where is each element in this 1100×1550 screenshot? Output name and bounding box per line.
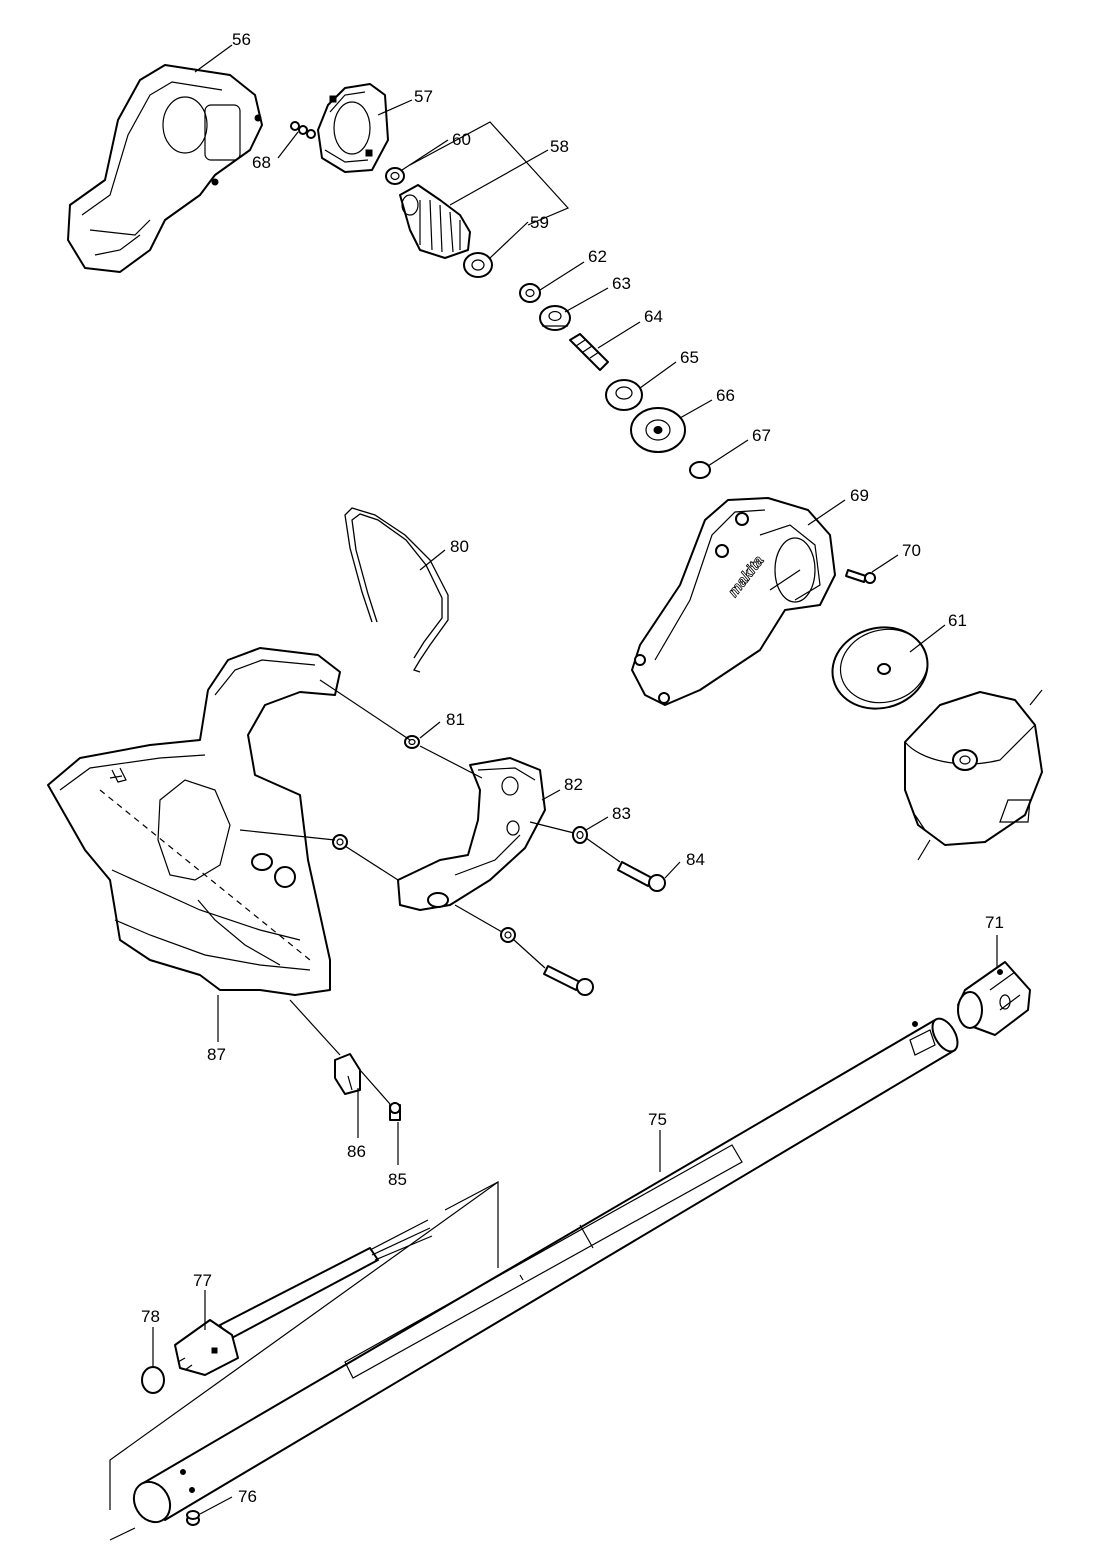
label-67: 67 bbox=[752, 426, 771, 445]
part-87-protector-guard[interactable] bbox=[47, 647, 341, 996]
part-58-armature[interactable] bbox=[399, 184, 471, 259]
label-56: 56 bbox=[232, 30, 251, 49]
part-86-clip[interactable] bbox=[334, 1053, 361, 1095]
part-77-wire-connector[interactable] bbox=[174, 1219, 433, 1376]
part-63-helical-gear[interactable] bbox=[539, 305, 571, 331]
part-64-spindle[interactable] bbox=[569, 333, 609, 371]
washer-unlabeled-b[interactable] bbox=[500, 927, 516, 943]
label-87: 87 bbox=[207, 1045, 226, 1064]
label-84: 84 bbox=[686, 850, 705, 869]
label-66: 66 bbox=[716, 386, 735, 405]
label-82: 82 bbox=[564, 775, 583, 794]
trimmer-head-spool[interactable] bbox=[904, 689, 1043, 861]
part-57-field-stator[interactable] bbox=[317, 83, 389, 173]
part-82-guard-holder[interactable] bbox=[397, 757, 546, 911]
label-65: 65 bbox=[680, 348, 699, 367]
part-68-screws[interactable] bbox=[290, 121, 316, 139]
label-64: 64 bbox=[644, 307, 663, 326]
part-80-loop-handle-wire[interactable] bbox=[344, 507, 449, 673]
part-76-cap[interactable] bbox=[186, 1510, 200, 1526]
label-58: 58 bbox=[550, 137, 569, 156]
label-78: 78 bbox=[141, 1307, 160, 1326]
part-67-o-ring[interactable] bbox=[689, 461, 711, 479]
part-61-protector-disc[interactable] bbox=[823, 617, 936, 719]
label-83: 83 bbox=[612, 804, 631, 823]
label-62: 62 bbox=[588, 247, 607, 266]
part-83-washer[interactable] bbox=[572, 826, 588, 844]
label-85: 85 bbox=[388, 1170, 407, 1189]
part-60-ball-bearing[interactable] bbox=[385, 167, 405, 185]
label-57: 57 bbox=[414, 87, 433, 106]
part-84-bolt[interactable] bbox=[617, 861, 666, 892]
part-65-bearing-box[interactable] bbox=[605, 379, 643, 411]
assembly-lines bbox=[239, 679, 621, 1105]
part-66-flange-plate[interactable] bbox=[630, 407, 686, 453]
label-75: 75 bbox=[648, 1110, 667, 1129]
part-59-ball-bearing[interactable] bbox=[463, 252, 493, 278]
label-71: 71 bbox=[985, 913, 1004, 932]
label-63: 63 bbox=[612, 274, 631, 293]
label-86: 86 bbox=[347, 1142, 366, 1161]
label-81: 81 bbox=[446, 710, 465, 729]
part-75-pipe-shaft[interactable] bbox=[127, 1014, 963, 1528]
part-78-o-ring[interactable] bbox=[141, 1366, 165, 1394]
part-71-shaft-joint[interactable] bbox=[957, 961, 1031, 1036]
group-bracket-lines bbox=[109, 1180, 499, 1541]
label-68: 68 bbox=[252, 153, 271, 172]
label-69: 69 bbox=[850, 486, 869, 505]
reference-labels: 56 57 58 59 60 61 62 63 64 65 66 67 68 6… bbox=[141, 30, 1004, 1506]
label-59: 59 bbox=[530, 213, 549, 232]
washer-unlabeled-a[interactable] bbox=[332, 834, 348, 850]
label-60: 60 bbox=[452, 130, 471, 149]
label-76: 76 bbox=[238, 1487, 257, 1506]
label-70: 70 bbox=[902, 541, 921, 560]
label-leaders bbox=[152, 44, 998, 1515]
part-56-motor-housing[interactable] bbox=[67, 64, 263, 273]
label-61: 61 bbox=[948, 611, 967, 630]
part-62-ball-bearing[interactable] bbox=[519, 283, 541, 303]
part-70-tapping-screw[interactable] bbox=[845, 569, 876, 584]
part-85-screw[interactable] bbox=[389, 1102, 401, 1121]
bolt-unlabeled[interactable] bbox=[543, 965, 594, 996]
label-80: 80 bbox=[450, 537, 469, 556]
label-77: 77 bbox=[193, 1271, 212, 1290]
part-69-gear-housing[interactable]: makita bbox=[631, 497, 836, 706]
